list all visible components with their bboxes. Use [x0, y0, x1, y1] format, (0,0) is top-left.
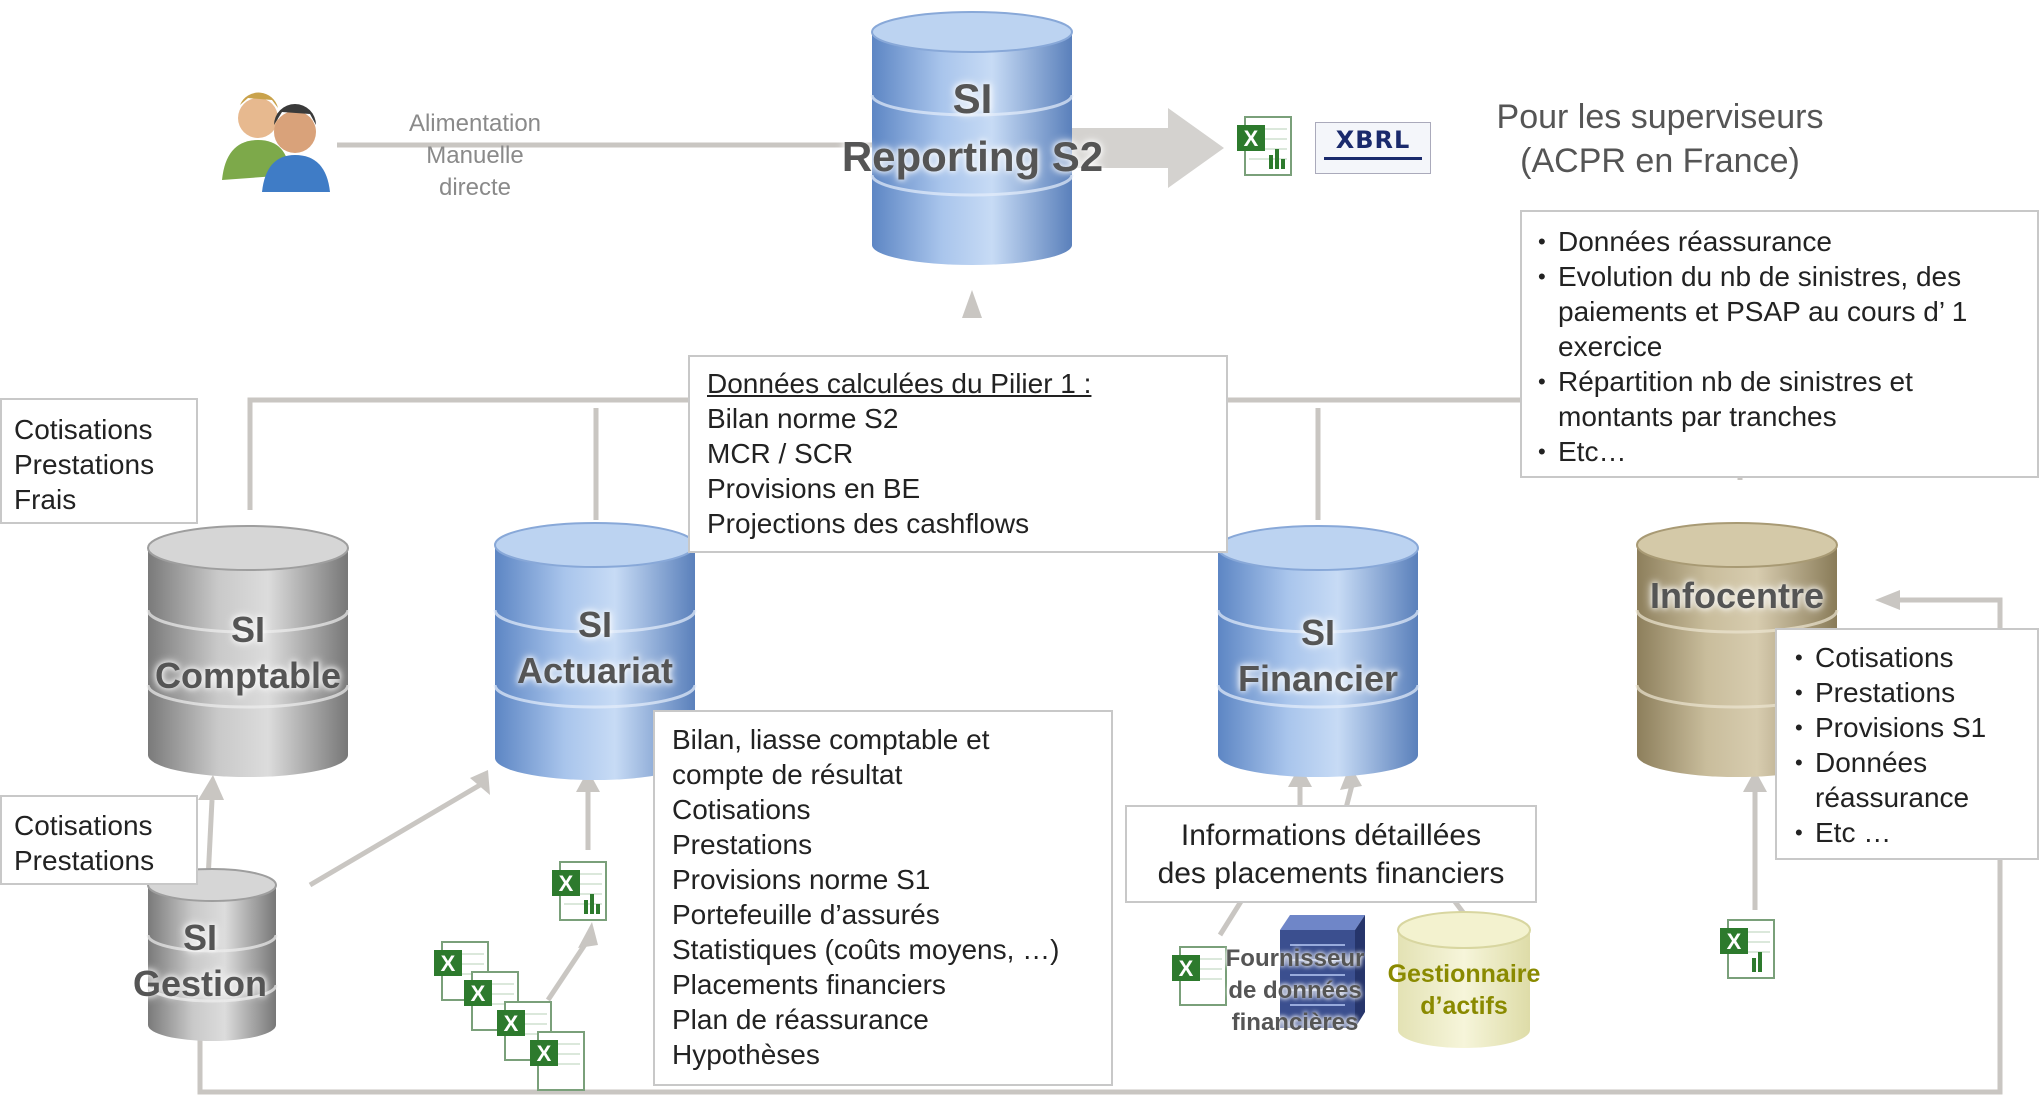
list-item: Prestations [1795, 675, 2025, 710]
actuariat-db-label: SI Actuariat [475, 602, 715, 694]
financier-db-cylinder [1216, 525, 1420, 777]
financier-db-label-line1: SI [1300, 612, 1335, 653]
alimentation-line3: directe [438, 174, 512, 201]
excel-icon: X [528, 1030, 588, 1094]
infocentre-db-label-line1: Infocentre [1649, 575, 1825, 616]
infocentre-notes-list: Données réassurance Evolution du nb de s… [1538, 224, 2021, 469]
xbrl-logo: XBRL [1315, 122, 1431, 174]
svg-text:X: X [559, 871, 574, 896]
comptable-input-line: Prestations [14, 449, 155, 480]
pilier1-line: Projections des cashflows [707, 508, 1030, 539]
excel-icon: X [1718, 918, 1778, 982]
fournisseur-line1: Fournisseur [1225, 945, 1365, 972]
gestion-output-line: Cotisations [14, 810, 153, 841]
gestionnaire-label: Gestionnaire d’actifs [1378, 958, 1550, 1022]
gestion-db-label: SI Gestion [100, 915, 300, 1007]
fournisseur-label: Fournisseur de données financières [1205, 943, 1385, 1039]
financier-db-label: SI Financier [1198, 610, 1438, 702]
comptable-db-label: SI Comptable [128, 607, 368, 699]
pilier1-box: Données calculées du Pilier 1 : Bilan no… [688, 355, 1228, 553]
actuariat-input-line: Prestations [672, 829, 813, 860]
xbrl-logo-text: XBRL [1335, 126, 1411, 154]
infocentre-db-label: Infocentre [1617, 573, 1857, 619]
actuariat-input-line: Plan de réassurance [672, 1004, 929, 1035]
pilier1-line: MCR / SCR [707, 438, 854, 469]
financier-db-label-line2: Financier [1237, 658, 1399, 699]
list-item: Répartition nb de sinistres et montants … [1538, 364, 2021, 434]
comptable-db-cylinder [146, 525, 350, 777]
pilier1-line: Provisions en BE [707, 473, 921, 504]
comptable-inputs-box: Cotisations Prestations Frais [0, 398, 198, 524]
infocentre-notes-box: Données réassurance Evolution du nb de s… [1520, 210, 2039, 478]
excel-icon: X [550, 860, 610, 924]
list-item: Cotisations [1795, 640, 2025, 675]
list-item: Données réassurance [1795, 745, 2025, 815]
svg-text:X: X [1244, 126, 1259, 151]
gestionnaire-line2: d’actifs [1420, 992, 1508, 1020]
supervisors-line2: (ACPR en France) [1520, 142, 1800, 180]
gestion-output-line: Prestations [14, 845, 155, 876]
gestionnaire-cylinder [1397, 911, 1531, 1048]
svg-text:X: X [537, 1041, 552, 1066]
comptable-input-line: Frais [14, 484, 77, 515]
reporting-db-label-line2: Reporting S2 [841, 133, 1104, 180]
alimentation-line2: Manuelle [426, 142, 524, 169]
svg-text:X: X [1179, 956, 1194, 981]
svg-text:X: X [1727, 929, 1742, 954]
svg-text:X: X [441, 951, 456, 976]
actuariat-input-line: Cotisations [672, 794, 811, 825]
reporting-db-label: SI Reporting S2 [800, 70, 1145, 186]
placements-box: Informations détaillées des placements f… [1125, 805, 1537, 903]
actuariat-inputs-box: Bilan, liasse comptable et compte de rés… [653, 710, 1113, 1086]
excel-icon: X [1235, 115, 1295, 179]
gestion-db-label-line1: SI [182, 917, 217, 958]
reporting-db-label-line1: SI [952, 75, 993, 122]
svg-text:X: X [504, 1011, 519, 1036]
server-icon [1280, 915, 1365, 1028]
pilier1-line: Bilan norme S2 [707, 403, 899, 434]
excel-icon: X [1170, 945, 1230, 1009]
list-item: Etc … [1795, 815, 2025, 850]
gestion-outputs-box: Cotisations Prestations [0, 795, 198, 885]
list-item: Données réassurance [1538, 224, 2021, 259]
alimentation-label: Alimentation Manuelle directe [380, 108, 570, 204]
comptable-input-line: Cotisations [14, 414, 153, 445]
actuariat-db-cylinder [493, 522, 697, 780]
infocentre-inputs-list: Cotisations Prestations Provisions S1 Do… [1795, 640, 2025, 850]
pilier1-title: Données calculées du Pilier 1 : [707, 368, 1092, 399]
users-icon [222, 92, 330, 192]
actuariat-input-line: Bilan, liasse comptable et [672, 724, 990, 755]
actuariat-db-label-line1: SI [577, 604, 612, 645]
fournisseur-line3: financières [1231, 1009, 1359, 1036]
list-item: Evolution du nb de sinistres, des paieme… [1538, 259, 2021, 364]
actuariat-db-label-line2: Actuariat [516, 650, 674, 691]
actuariat-input-line: Provisions norme S1 [672, 864, 931, 895]
gestionnaire-line1: Gestionnaire [1387, 960, 1541, 988]
actuariat-input-line: Portefeuille d’assurés [672, 899, 940, 930]
list-item: Provisions S1 [1795, 710, 2025, 745]
svg-text:X: X [471, 981, 486, 1006]
actuariat-input-line: Hypothèses [672, 1039, 820, 1070]
supervisors-line1: Pour les superviseurs [1496, 98, 1824, 136]
list-item: Etc… [1538, 434, 2021, 469]
reporting-db-cylinder [870, 11, 1074, 265]
fournisseur-line2: de données [1228, 977, 1362, 1004]
comptable-db-label-line1: SI [230, 609, 265, 650]
gestion-db-label-line2: Gestion [132, 963, 267, 1004]
placements-line2: des placements financiers [1157, 857, 1505, 890]
alimentation-line1: Alimentation [408, 110, 542, 137]
actuariat-input-line: Statistiques (coûts moyens, …) [672, 934, 1060, 965]
placements-line1: Informations détaillées [1180, 819, 1482, 852]
arrow-heads [198, 108, 1900, 948]
infocentre-inputs-box: Cotisations Prestations Provisions S1 Do… [1775, 628, 2039, 860]
supervisors-label: Pour les superviseurs (ACPR en France) [1460, 95, 1860, 183]
actuariat-input-line: Placements financiers [672, 969, 946, 1000]
comptable-db-label-line2: Comptable [154, 655, 341, 696]
actuariat-input-line: compte de résultat [672, 759, 903, 790]
